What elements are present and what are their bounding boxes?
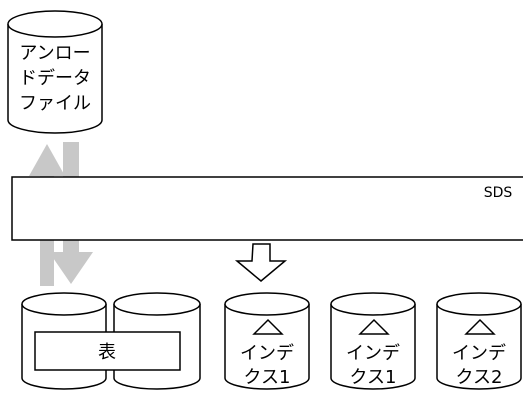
triangle-icon [252, 318, 284, 335]
unload-file-line-3: ファイル [19, 93, 91, 114]
unload-file-line-1: アンロー [19, 43, 90, 64]
table-label: 表 [98, 342, 116, 363]
hollow-down-arrow [234, 243, 288, 282]
sds-band: SDS [11, 176, 523, 241]
index-1-line-1: インデ [240, 343, 294, 364]
index-cylinder-1: インデ クス1 [224, 292, 310, 390]
index-cylinder-3: インデ クス2 [436, 292, 522, 390]
unload-file-line-2: ドデータ [19, 68, 91, 89]
index-2-line-1: インデ [346, 343, 400, 364]
triangle-icon [464, 318, 496, 335]
sds-label: SDS [484, 185, 513, 201]
index-3-line-1: インデ [452, 343, 506, 364]
index-1-line-2: クス1 [244, 367, 291, 388]
unload-data-file-cylinder: アンロー ドデータ ファイル [7, 10, 103, 134]
index-cylinder-2: インデ クス1 [330, 292, 416, 390]
table-box: 表 [34, 331, 181, 371]
triangle-icon [358, 318, 390, 335]
index-2-line-2: クス1 [350, 367, 397, 388]
index-3-line-2: クス2 [456, 367, 503, 388]
